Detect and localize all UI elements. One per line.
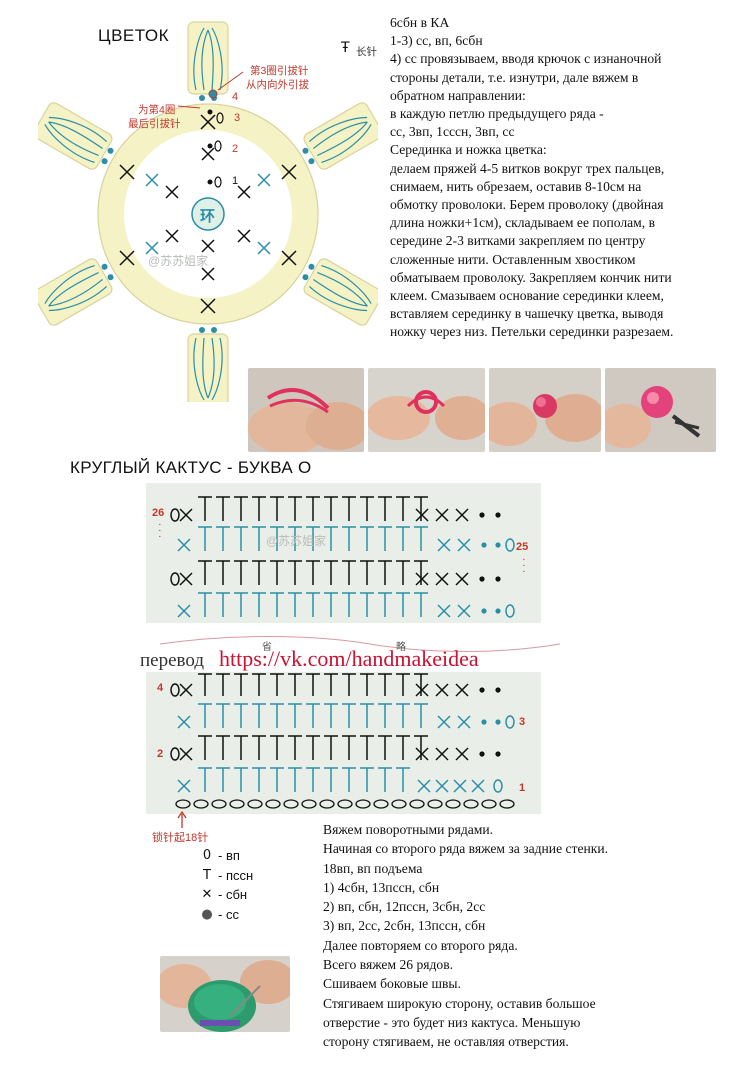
flower-text-line: ножку через низ. Петельки серединки разр… — [390, 323, 728, 341]
flower-text-line: делаем пряжей 4-5 витков вокруг трех пал… — [390, 160, 728, 178]
cactus-text-line: 18вп, вп подъема — [323, 859, 723, 878]
flower-text-line: обратном направлении: — [390, 87, 728, 105]
row-label-26: 26 — [152, 507, 164, 519]
flower-text-line: вставляем серединку в чашечку цветка, вы… — [390, 305, 728, 323]
cactus-text-line: 1) 4сбн, 13пссн, сбн — [323, 878, 723, 897]
legend-row-hdc: T - пссн — [200, 866, 253, 886]
flower-text-line: клеем. Смазываем основание серединки кле… — [390, 287, 728, 305]
flower-text-line: 4) сс провязываем, вводя крючок с изнано… — [390, 50, 728, 68]
photo-sewing — [160, 956, 290, 1032]
round-number-2: 2 — [232, 143, 238, 155]
photo-step-3 — [489, 368, 601, 452]
flower-text-line: 6сбн в КА — [390, 14, 728, 32]
photo-step-1 — [248, 368, 364, 452]
translation-link[interactable]: https://vk.com/handmakeidea — [219, 646, 479, 672]
cactus-text-line: 2) вп, сбн, 12пссн, 3сбн, 2сс — [323, 897, 723, 916]
cactus-title: КРУГЛЫЙ КАКТУС - БУКВА О — [70, 458, 312, 478]
flower-text-line: 1-3) сс, вп, 6сбн — [390, 32, 728, 50]
row-label-25: 25 — [516, 541, 528, 553]
chain-arrow-icon — [176, 810, 188, 830]
flower-text-line: длина ножки+1см), складываем ее пополам,… — [390, 214, 728, 232]
cactus-text-line: Стягиваем широкую сторону, оставив больш… — [323, 994, 723, 1013]
cactus-text-line: Начиная со второго ряда вяжем за задние … — [323, 839, 723, 858]
flower-text-line: обматываем проволоку. Закрепляем кончик … — [390, 269, 728, 287]
flower-watermark: @苏苏姐家 — [148, 252, 208, 269]
cactus-text-line: Вяжем поворотными рядами. — [323, 820, 723, 839]
cactus-chart-bottom — [146, 672, 541, 814]
flower-text-line: середине 2-3 витками закрепляем по центр… — [390, 232, 728, 250]
ellipsis-marker: ··· — [522, 557, 526, 575]
flower-text-line: сс, 3вп, 1сссн, 3вп, сс — [390, 123, 728, 141]
cactus-text-line: Всего вяжем 26 рядов. — [323, 955, 723, 974]
flower-petal — [188, 22, 228, 94]
flower-text-line: в каждую петлю предыдущего ряда - — [390, 105, 728, 123]
ellipsis-marker: ··· — [158, 522, 162, 540]
row-label-1: 1 — [519, 782, 525, 794]
cactus-chart-bottom-grid — [146, 672, 541, 814]
legend-row-slip: ● - сс — [200, 905, 253, 925]
flower-text-line: обмотку проволоки. Берем проволоку (двой… — [390, 196, 728, 214]
cactus-instructions: Вяжем поворотными рядами. Начиная со вто… — [323, 820, 723, 1052]
long-stitch-symbol-icon: Ŧ — [341, 40, 350, 56]
row-label-3: 3 — [519, 716, 525, 728]
cactus-text-line: сторону стягиваем, не оставляя отверстия… — [323, 1032, 723, 1051]
flower-text-line: Серединка и ножка цветка: — [390, 141, 728, 159]
round3-note: 第3圈引拔针 — [250, 63, 308, 78]
slip-stitch-icon: ● — [200, 905, 214, 925]
row-label-2: 2 — [157, 748, 163, 760]
long-stitch-note: 长针 — [356, 44, 377, 59]
round-number-1: 1 — [232, 175, 238, 187]
row-label-4: 4 — [157, 682, 163, 694]
flower-text-line: снимаем, нить обрезаем, оставив 8-10см н… — [390, 178, 728, 196]
chain-stitch-icon: 0 — [200, 846, 214, 866]
round4-note-2: 最后引拔针 — [128, 116, 181, 131]
cactus-chart-top — [146, 483, 541, 623]
translation-label: перевод — [140, 650, 204, 672]
flower-instructions: 6сбн в КА 1-3) сс, вп, 6сбн 4) сс провяз… — [390, 14, 728, 342]
round4-note: 为第4圈 — [138, 102, 175, 117]
round-number-3: 3 — [234, 112, 240, 124]
round-number-4: 4 — [232, 91, 238, 103]
legend-label: - вп — [218, 846, 240, 866]
round3-note-2: 从内向外引拔 — [246, 77, 309, 92]
photo-step-4 — [605, 368, 716, 452]
flower-text-line: стороны детали, т.е. изнутри, дале вяжем… — [390, 69, 728, 87]
legend-label: - сбн — [218, 885, 247, 905]
legend-label: - сс — [218, 905, 239, 925]
flower-text-line: сложенные нити. Оставленным хвостиком — [390, 251, 728, 269]
single-crochet-icon: ✕ — [200, 885, 214, 905]
cactus-text-line: 3) вп, 2сс, 2сбн, 13пссн, сбн — [323, 916, 723, 935]
legend-label: - пссн — [218, 866, 253, 886]
chart-watermark: @苏苏姐家 — [266, 532, 326, 549]
chain-note: 锁针起18针 — [152, 829, 208, 845]
cactus-text-line: отверстие - это будет низ кактуса. Меньш… — [323, 1013, 723, 1032]
cactus-chart-top-grid — [146, 483, 541, 623]
cactus-text-line: Далее повторяем со второго ряда. — [323, 936, 723, 955]
half-double-crochet-icon: T — [200, 866, 214, 886]
stitch-legend: 0 - вп T - пссн ✕ - сбн ● - сс — [200, 846, 253, 924]
center-ring-label: 环 — [200, 205, 215, 226]
legend-row-chain: 0 - вп — [200, 846, 253, 866]
cactus-text-line: Сшиваем боковые швы. — [323, 974, 723, 993]
photo-step-2 — [368, 368, 485, 452]
legend-row-sc: ✕ - сбн — [200, 885, 253, 905]
